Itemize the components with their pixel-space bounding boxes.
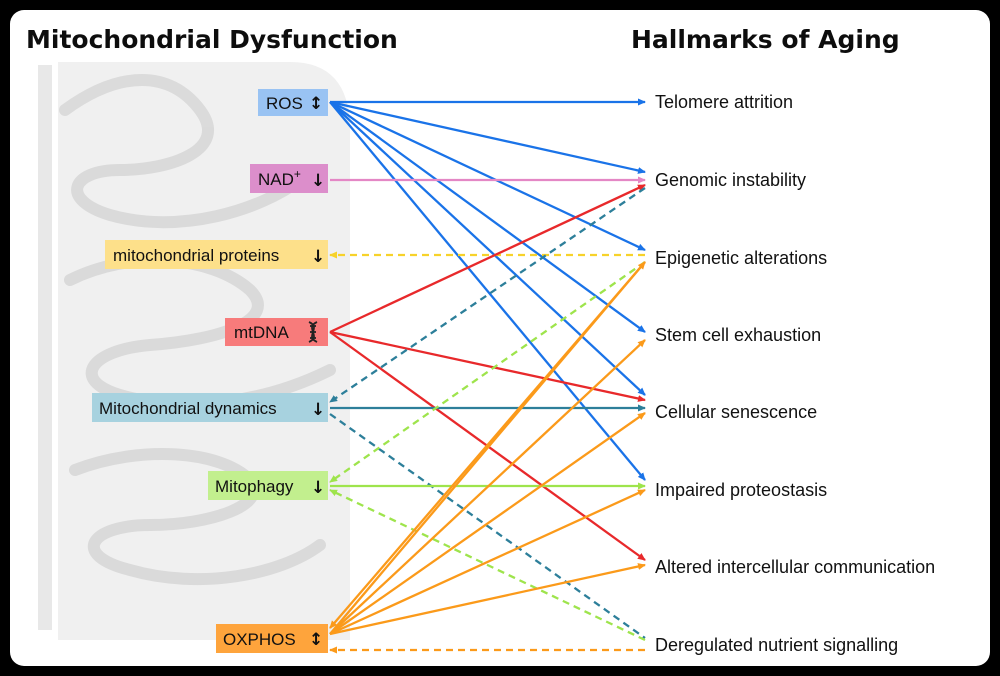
hallmark-genomic-instability: Genomic instability: [655, 170, 806, 190]
node-label: NAD+: [258, 167, 301, 189]
superscript-plus: +: [294, 167, 301, 181]
node-box: [250, 164, 328, 193]
node-box: [105, 240, 328, 269]
down-arrow-icon: ↓: [311, 400, 325, 420]
down-arrow-icon: ↓: [311, 247, 325, 267]
hallmark-stem-cell-exhaustion: Stem cell exhaustion: [655, 325, 821, 345]
hallmark-cellular-senescence: Cellular senescence: [655, 402, 817, 422]
node-label: mitochondrial proteins: [113, 246, 279, 265]
node-box: [216, 624, 328, 653]
oxphos-arrows: [329, 261, 646, 654]
hallmark-altered-intercellular-communication: Altered intercellular communication: [655, 557, 935, 577]
ros-arrows: [329, 98, 646, 481]
node-oxphos: OXPHOS ↕: [216, 624, 328, 653]
node-box: [92, 393, 328, 422]
hallmark-epigenetic-alterations: Epigenetic alterations: [655, 248, 827, 268]
down-arrow-icon: ↓: [311, 171, 325, 191]
left-heading: Mitochondrial Dysfunction: [26, 25, 398, 54]
right-heading: Hallmarks of Aging: [631, 25, 900, 54]
node-label: ROS: [266, 94, 303, 113]
dynamics-arrows: [329, 187, 646, 639]
down-arrow-icon: ↓: [311, 478, 325, 498]
up-down-arrow-icon: ↕: [309, 94, 323, 114]
up-down-arrow-icon: ↕: [309, 630, 323, 650]
node-ros: ROS ↕: [258, 89, 328, 116]
node-label: Mitophagy: [215, 477, 294, 496]
node-mtdna: mtDNA: [225, 318, 328, 346]
hallmark-deregulated-nutrient-signalling: Deregulated nutrient signalling: [655, 635, 898, 655]
mitochondrion-background-illustration: [38, 62, 350, 640]
node-nad: NAD+ ↓: [250, 164, 328, 193]
nad-text: NAD: [258, 170, 294, 189]
node-box: [258, 89, 328, 116]
hallmark-impaired-proteostasis: Impaired proteostasis: [655, 480, 827, 500]
hallmark-telomere-attrition: Telomere attrition: [655, 92, 793, 112]
diagram-svg: Mitochondrial Dysfunction Hallmarks of A…: [26, 25, 935, 655]
hallmarks-list: Telomere attrition Genomic instability E…: [655, 92, 935, 655]
node-mitochondrial-proteins: mitochondrial proteins ↓: [105, 240, 328, 269]
dna-helix-icon: [308, 321, 318, 343]
node-label: Mitochondrial dynamics: [99, 399, 277, 418]
node-label: OXPHOS: [223, 630, 296, 649]
node-mitophagy: Mitophagy ↓: [208, 471, 328, 500]
diagram-canvas: Mitochondrial Dysfunction Hallmarks of A…: [10, 10, 990, 666]
node-box: [208, 471, 328, 500]
node-mitochondrial-dynamics: Mitochondrial dynamics ↓: [92, 393, 328, 422]
node-label: mtDNA: [234, 323, 289, 342]
